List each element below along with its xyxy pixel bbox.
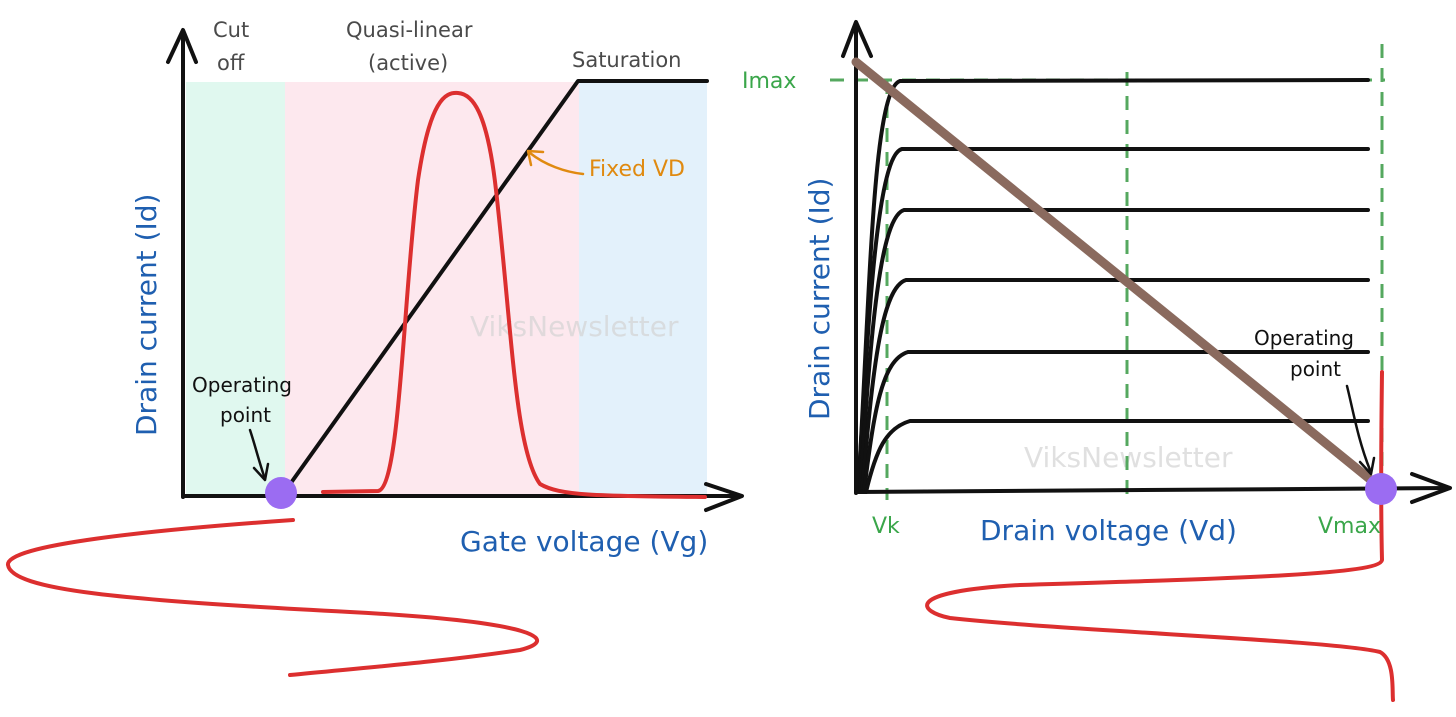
- linear-label-line1: Quasi-linear: [346, 18, 473, 42]
- saturation-label: Saturation: [572, 48, 681, 72]
- left-transfer-diagram: Cut off Quasi-linear (active) Saturation…: [6, 18, 744, 677]
- right-operating-point-marker: [1365, 473, 1397, 505]
- right-operating-point-label-line1: Operating: [1254, 326, 1354, 350]
- linear-label-line2: (active): [368, 51, 448, 75]
- output-curve: [860, 278, 1370, 494]
- left-y-axis-label: Drain current (Id): [130, 194, 163, 436]
- output-curve: [858, 208, 1370, 494]
- output-curve: [856, 147, 1370, 494]
- left-watermark: ViksNewsletter: [470, 310, 679, 343]
- fixed-vd-label: Fixed VD: [589, 157, 685, 182]
- saturation-region: [579, 82, 707, 497]
- right-y-axis-label: Drain current (Id): [803, 178, 836, 420]
- right-operating-point-label-line2: point: [1290, 357, 1341, 381]
- left-x-axis-arrowhead: [704, 482, 744, 512]
- right-x-axis-label: Drain voltage (Vd): [980, 514, 1237, 547]
- right-y-axis-arrowhead: [841, 20, 873, 58]
- fixed-vd-arrowhead: [526, 149, 545, 167]
- cutoff-region: [186, 82, 285, 497]
- left-y-axis-arrowhead: [166, 28, 198, 64]
- transfer-curve: [281, 79, 709, 496]
- left-operating-point-arrowhead: [252, 462, 270, 482]
- load-line: [851, 57, 1387, 494]
- left-operating-point-marker: [265, 477, 297, 509]
- cutoff-label-line1: Cut: [213, 18, 249, 42]
- left-operating-point-label-line1: Operating: [192, 373, 292, 397]
- output-curve: [864, 419, 1370, 494]
- vmax-label: Vmax: [1318, 514, 1381, 539]
- right-x-axis: [854, 486, 1450, 494]
- vk-label: Vk: [872, 514, 900, 539]
- output-curve: [862, 350, 1370, 494]
- cutoff-label-line2: off: [217, 51, 245, 75]
- imax-label: Imax: [742, 69, 796, 94]
- output-curve: [856, 78, 1370, 494]
- left-output-signal: [321, 90, 707, 499]
- right-signal: [925, 370, 1395, 702]
- right-operating-point-arrow: [1345, 384, 1372, 472]
- fixed-vd-arrow: [528, 151, 585, 176]
- right-output-diagram: ViksNewsletter Operating point Imax Vk V…: [742, 20, 1452, 702]
- left-input-signal: [6, 518, 539, 677]
- left-operating-point-arrow: [248, 428, 266, 478]
- right-x-axis-arrowhead: [1410, 472, 1452, 504]
- left-x-axis-label: Gate voltage (Vg): [460, 525, 708, 558]
- left-operating-point-label-line2: point: [220, 403, 271, 427]
- right-operating-point-arrowhead: [1358, 456, 1376, 476]
